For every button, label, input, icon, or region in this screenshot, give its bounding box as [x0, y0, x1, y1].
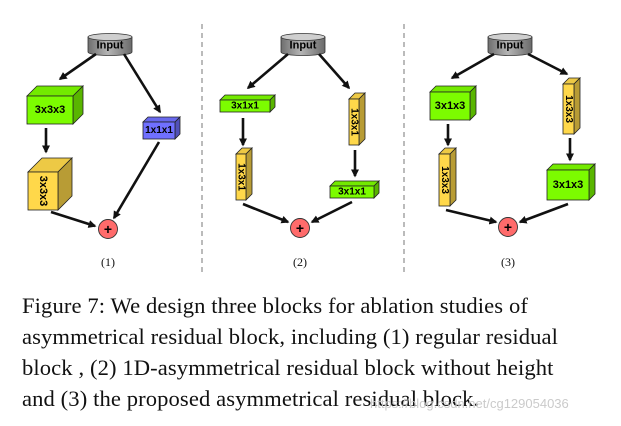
sum-node: + [498, 217, 518, 237]
block-label: 1x3x1 [349, 108, 360, 136]
block-top-face [142, 116, 181, 123]
flow-arrow [527, 52, 569, 76]
block-front-face [26, 95, 74, 125]
sum-circle [498, 217, 518, 237]
block-label: 1x1x1 [145, 125, 173, 136]
flow-arrow [445, 208, 498, 225]
input-cylinder-top [87, 33, 133, 41]
caption-line: asymmetrical residual block, including (… [22, 324, 559, 349]
block-front-face [546, 169, 590, 201]
input-cylinder-top [280, 33, 326, 41]
input-cylinder-body [87, 36, 133, 56]
block-top-face [219, 94, 276, 101]
sum-circle [290, 218, 310, 238]
block-label: 3x1x3 [435, 100, 466, 112]
caption-line: Figure 7: We design three blocks for abl… [22, 293, 528, 318]
right-block-bottom: 3x1x1 [329, 180, 380, 199]
panel-label: (1) [101, 255, 115, 269]
left-block-top: 3x3x3 [26, 85, 84, 125]
block-side-face [469, 85, 477, 121]
flow-arrow [450, 52, 495, 80]
block-front-face [438, 153, 451, 207]
block-label: 3x1x1 [231, 101, 259, 112]
block-label: 1x3x1 [236, 163, 247, 191]
flow-arrow [58, 52, 97, 81]
flow-arrow [242, 202, 290, 224]
sum-node: + [98, 219, 118, 239]
left-block-top: 3x1x1 [219, 94, 276, 113]
block-top-face [546, 163, 596, 171]
left-block-bottom: 1x3x1 [235, 147, 253, 201]
block-side-face [588, 163, 596, 201]
flow-arrow [112, 141, 161, 220]
block-label: 3x3x3 [35, 104, 66, 116]
block-front-face [27, 171, 59, 211]
input-node: Input [87, 33, 133, 56]
flow-arrow [318, 53, 350, 90]
input-cylinder-top [487, 33, 533, 41]
block-front-face [329, 185, 375, 199]
caption-line: and (3) the proposed asymmetrical residu… [22, 386, 480, 411]
left-block-bottom: 3x3x3 [27, 157, 73, 211]
panel-label: (2) [293, 255, 307, 269]
watermark: https://blog.csdn.net/cg129054036 [370, 396, 569, 411]
plus-icon: + [504, 219, 512, 235]
input-node: Input [487, 33, 533, 56]
left-block-top: 3x1x3 [429, 85, 477, 121]
input-label: Input [97, 40, 124, 52]
block-front-face [219, 99, 271, 113]
input-label: Input [497, 40, 524, 52]
block-front-face [562, 83, 575, 135]
right-block-bottom: 3x1x3 [546, 163, 596, 201]
block-label: 3x1x3 [553, 179, 584, 191]
block-front-face [235, 153, 247, 201]
plus-icon: + [104, 221, 112, 237]
input-cylinder-body [280, 36, 326, 56]
input-node: Input [280, 33, 326, 56]
sum-circle [98, 219, 118, 239]
sum-node: + [290, 218, 310, 238]
block-top-face [329, 180, 380, 187]
flow-arrow [50, 210, 97, 228]
left-block-bottom: 1x3x3 [438, 147, 457, 207]
block-label: 1x3x3 [563, 95, 574, 123]
block-front-face [348, 98, 360, 146]
flow-arrow [246, 53, 289, 89]
input-cylinder-body [487, 36, 533, 56]
block-front-face [429, 91, 471, 121]
figure-caption: Figure 7: We design three blocks for abl… [22, 290, 604, 414]
plus-icon: + [296, 220, 304, 236]
block-label: 1x3x3 [439, 166, 450, 194]
block-label: 3x1x1 [338, 187, 366, 198]
input-label: Input [290, 40, 317, 52]
block-front-face [142, 121, 176, 140]
block-label: 3x3x3 [37, 176, 49, 207]
panel-label: (3) [501, 255, 515, 269]
right-block-top: 1x3x1 [348, 92, 366, 146]
flow-arrow [310, 200, 353, 224]
caption-line: block , (2) 1D-asymmetrical residual blo… [22, 355, 554, 380]
right-block-top: 1x3x3 [562, 77, 581, 135]
right-block: 1x1x1 [142, 116, 181, 140]
block-top-face [429, 85, 477, 93]
flow-arrow [518, 202, 569, 224]
flow-arrow [122, 53, 162, 114]
ablation-diagram: Input 3x3x3 3x3x3 1x1x1 + (1) Input 3x1x1 1x3x1 1… [26, 24, 596, 272]
